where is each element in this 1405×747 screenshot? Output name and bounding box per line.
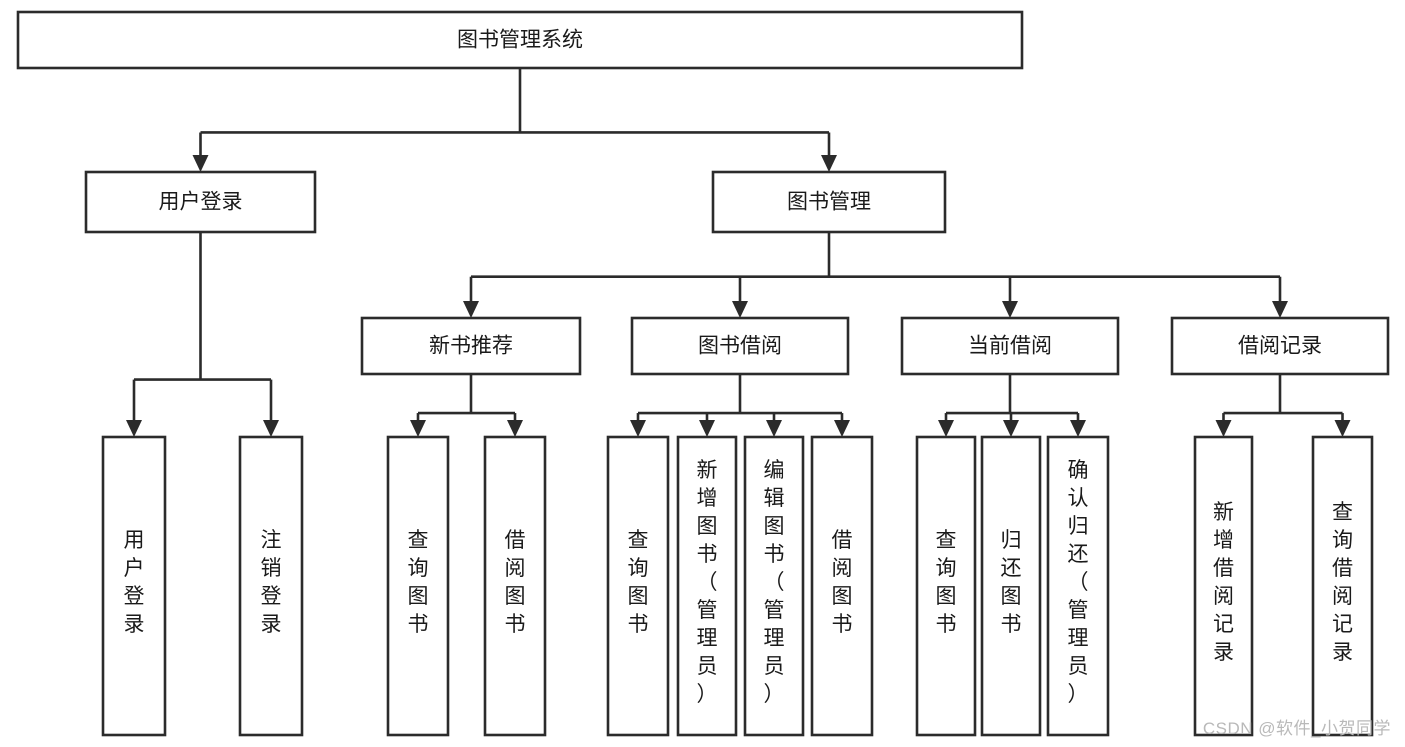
arrow-head-icon xyxy=(192,155,209,172)
node-new-book-recommend-label: 新书推荐 xyxy=(429,335,513,358)
node-leaf-return-book[interactable]: 归还图书 xyxy=(980,435,1042,737)
node-leaf-edit-book-box[interactable] xyxy=(743,435,805,737)
node-book-borrow-box[interactable] xyxy=(630,316,850,376)
node-leaf-query-record[interactable]: 查询借阅记录 xyxy=(1311,435,1374,737)
node-book-borrow[interactable]: 图书借阅 xyxy=(630,316,850,376)
node-leaf-query-book-borrow[interactable]: 查询图书 xyxy=(606,435,670,737)
arrow-head-icon xyxy=(766,420,782,437)
node-book-management-box[interactable] xyxy=(711,170,947,234)
node-leaf-edit-book[interactable]: 编辑图书（管理员） xyxy=(743,435,805,737)
node-leaf-add-record-box[interactable] xyxy=(1193,435,1254,737)
node-user-login-box[interactable] xyxy=(84,170,317,234)
node-book-borrow-label: 图书借阅 xyxy=(698,335,782,358)
arrow-head-icon xyxy=(699,420,715,437)
arrow-head-icon xyxy=(821,155,837,172)
node-leaf-logout-box[interactable] xyxy=(238,435,304,737)
node-leaf-query-book-borrow-label: 查询图书 xyxy=(628,529,649,636)
node-leaf-user-login[interactable]: 用户登录 xyxy=(101,435,167,737)
node-leaf-add-record-label: 新增借阅记录 xyxy=(1213,501,1234,664)
node-root-root-label: 图书管理系统 xyxy=(457,29,583,52)
node-leaf-user-login-box[interactable] xyxy=(101,435,167,737)
arrow-head-icon xyxy=(1334,420,1351,437)
arrow-head-icon xyxy=(1002,301,1018,318)
node-borrow-records[interactable]: 借阅记录 xyxy=(1170,316,1390,376)
node-leaf-logout-label: 注销登录 xyxy=(261,529,282,636)
node-leaf-return-book-box[interactable] xyxy=(980,435,1042,737)
node-leaf-query-book-borrow-box[interactable] xyxy=(606,435,670,737)
node-user-login[interactable]: 用户登录 xyxy=(84,170,317,234)
node-current-borrow-box[interactable] xyxy=(900,316,1120,376)
node-book-management-label: 图书管理 xyxy=(787,191,871,214)
node-leaf-return-book-label: 归还图书 xyxy=(1001,529,1022,636)
node-leaf-confirm-return[interactable]: 确认归还（管理员） xyxy=(1046,435,1110,737)
node-leaf-borrow-book-rec-label: 借阅图书 xyxy=(505,529,526,636)
node-current-borrow-label: 当前借阅 xyxy=(968,335,1052,358)
node-new-book-recommend-box[interactable] xyxy=(360,316,582,376)
node-leaf-query-book-current-box[interactable] xyxy=(915,435,977,737)
node-user-login-label: 用户登录 xyxy=(159,191,243,214)
arrow-head-icon xyxy=(1070,420,1086,437)
node-current-borrow[interactable]: 当前借阅 xyxy=(900,316,1120,376)
node-leaf-edit-book-label: 编辑图书（管理员） xyxy=(764,459,785,706)
node-leaf-confirm-return-label: 确认归还（管理员） xyxy=(1068,459,1089,706)
node-root-root-box[interactable] xyxy=(16,10,1024,70)
node-borrow-records-box[interactable] xyxy=(1170,316,1390,376)
node-leaf-add-book-label: 新增图书（管理员） xyxy=(697,459,718,706)
arrow-head-icon xyxy=(463,301,479,318)
node-root-root[interactable]: 图书管理系统 xyxy=(16,10,1024,70)
node-leaf-borrow-book-rec-box[interactable] xyxy=(483,435,547,737)
arrow-head-icon xyxy=(507,420,523,437)
node-leaf-confirm-return-box[interactable] xyxy=(1046,435,1110,737)
node-leaf-add-book[interactable]: 新增图书（管理员） xyxy=(676,435,738,737)
node-book-management[interactable]: 图书管理 xyxy=(711,170,947,234)
arrow-head-icon xyxy=(630,420,646,437)
node-leaf-borrow-book-label: 借阅图书 xyxy=(832,529,853,636)
arrow-head-icon xyxy=(1215,420,1232,437)
node-leaf-query-book-rec-box[interactable] xyxy=(386,435,450,737)
node-leaf-logout[interactable]: 注销登录 xyxy=(238,435,304,737)
connectors-layer xyxy=(126,68,1351,437)
node-leaf-query-book-rec[interactable]: 查询图书 xyxy=(386,435,450,737)
csdn-watermark: CSDN @软件_小贺同学 xyxy=(1202,719,1391,738)
arrow-head-icon xyxy=(732,301,748,318)
node-leaf-borrow-book-box[interactable] xyxy=(810,435,874,737)
node-leaf-user-login-label: 用户登录 xyxy=(124,529,145,636)
node-leaf-borrow-book-rec[interactable]: 借阅图书 xyxy=(483,435,547,737)
node-leaf-add-record[interactable]: 新增借阅记录 xyxy=(1193,435,1254,737)
node-borrow-records-label: 借阅记录 xyxy=(1238,335,1322,358)
node-leaf-query-book-current[interactable]: 查询图书 xyxy=(915,435,977,737)
nodes-layer: 图书管理系统用户登录图书管理新书推荐图书借阅当前借阅借阅记录用户登录注销登录查询… xyxy=(16,10,1390,737)
arrow-head-icon xyxy=(834,420,850,437)
arrow-head-icon xyxy=(1272,301,1288,318)
arrow-head-icon xyxy=(410,420,426,437)
arrow-head-icon xyxy=(938,420,954,437)
node-leaf-add-book-box[interactable] xyxy=(676,435,738,737)
node-leaf-query-record-label: 查询借阅记录 xyxy=(1332,501,1353,664)
node-leaf-query-book-current-label: 查询图书 xyxy=(936,529,957,636)
node-new-book-recommend[interactable]: 新书推荐 xyxy=(360,316,582,376)
arrow-head-icon xyxy=(126,420,142,437)
arrow-head-icon xyxy=(263,420,279,437)
arrow-head-icon xyxy=(1003,420,1019,437)
node-leaf-query-book-rec-label: 查询图书 xyxy=(408,529,429,636)
node-leaf-borrow-book[interactable]: 借阅图书 xyxy=(810,435,874,737)
node-leaf-query-record-box[interactable] xyxy=(1311,435,1374,737)
